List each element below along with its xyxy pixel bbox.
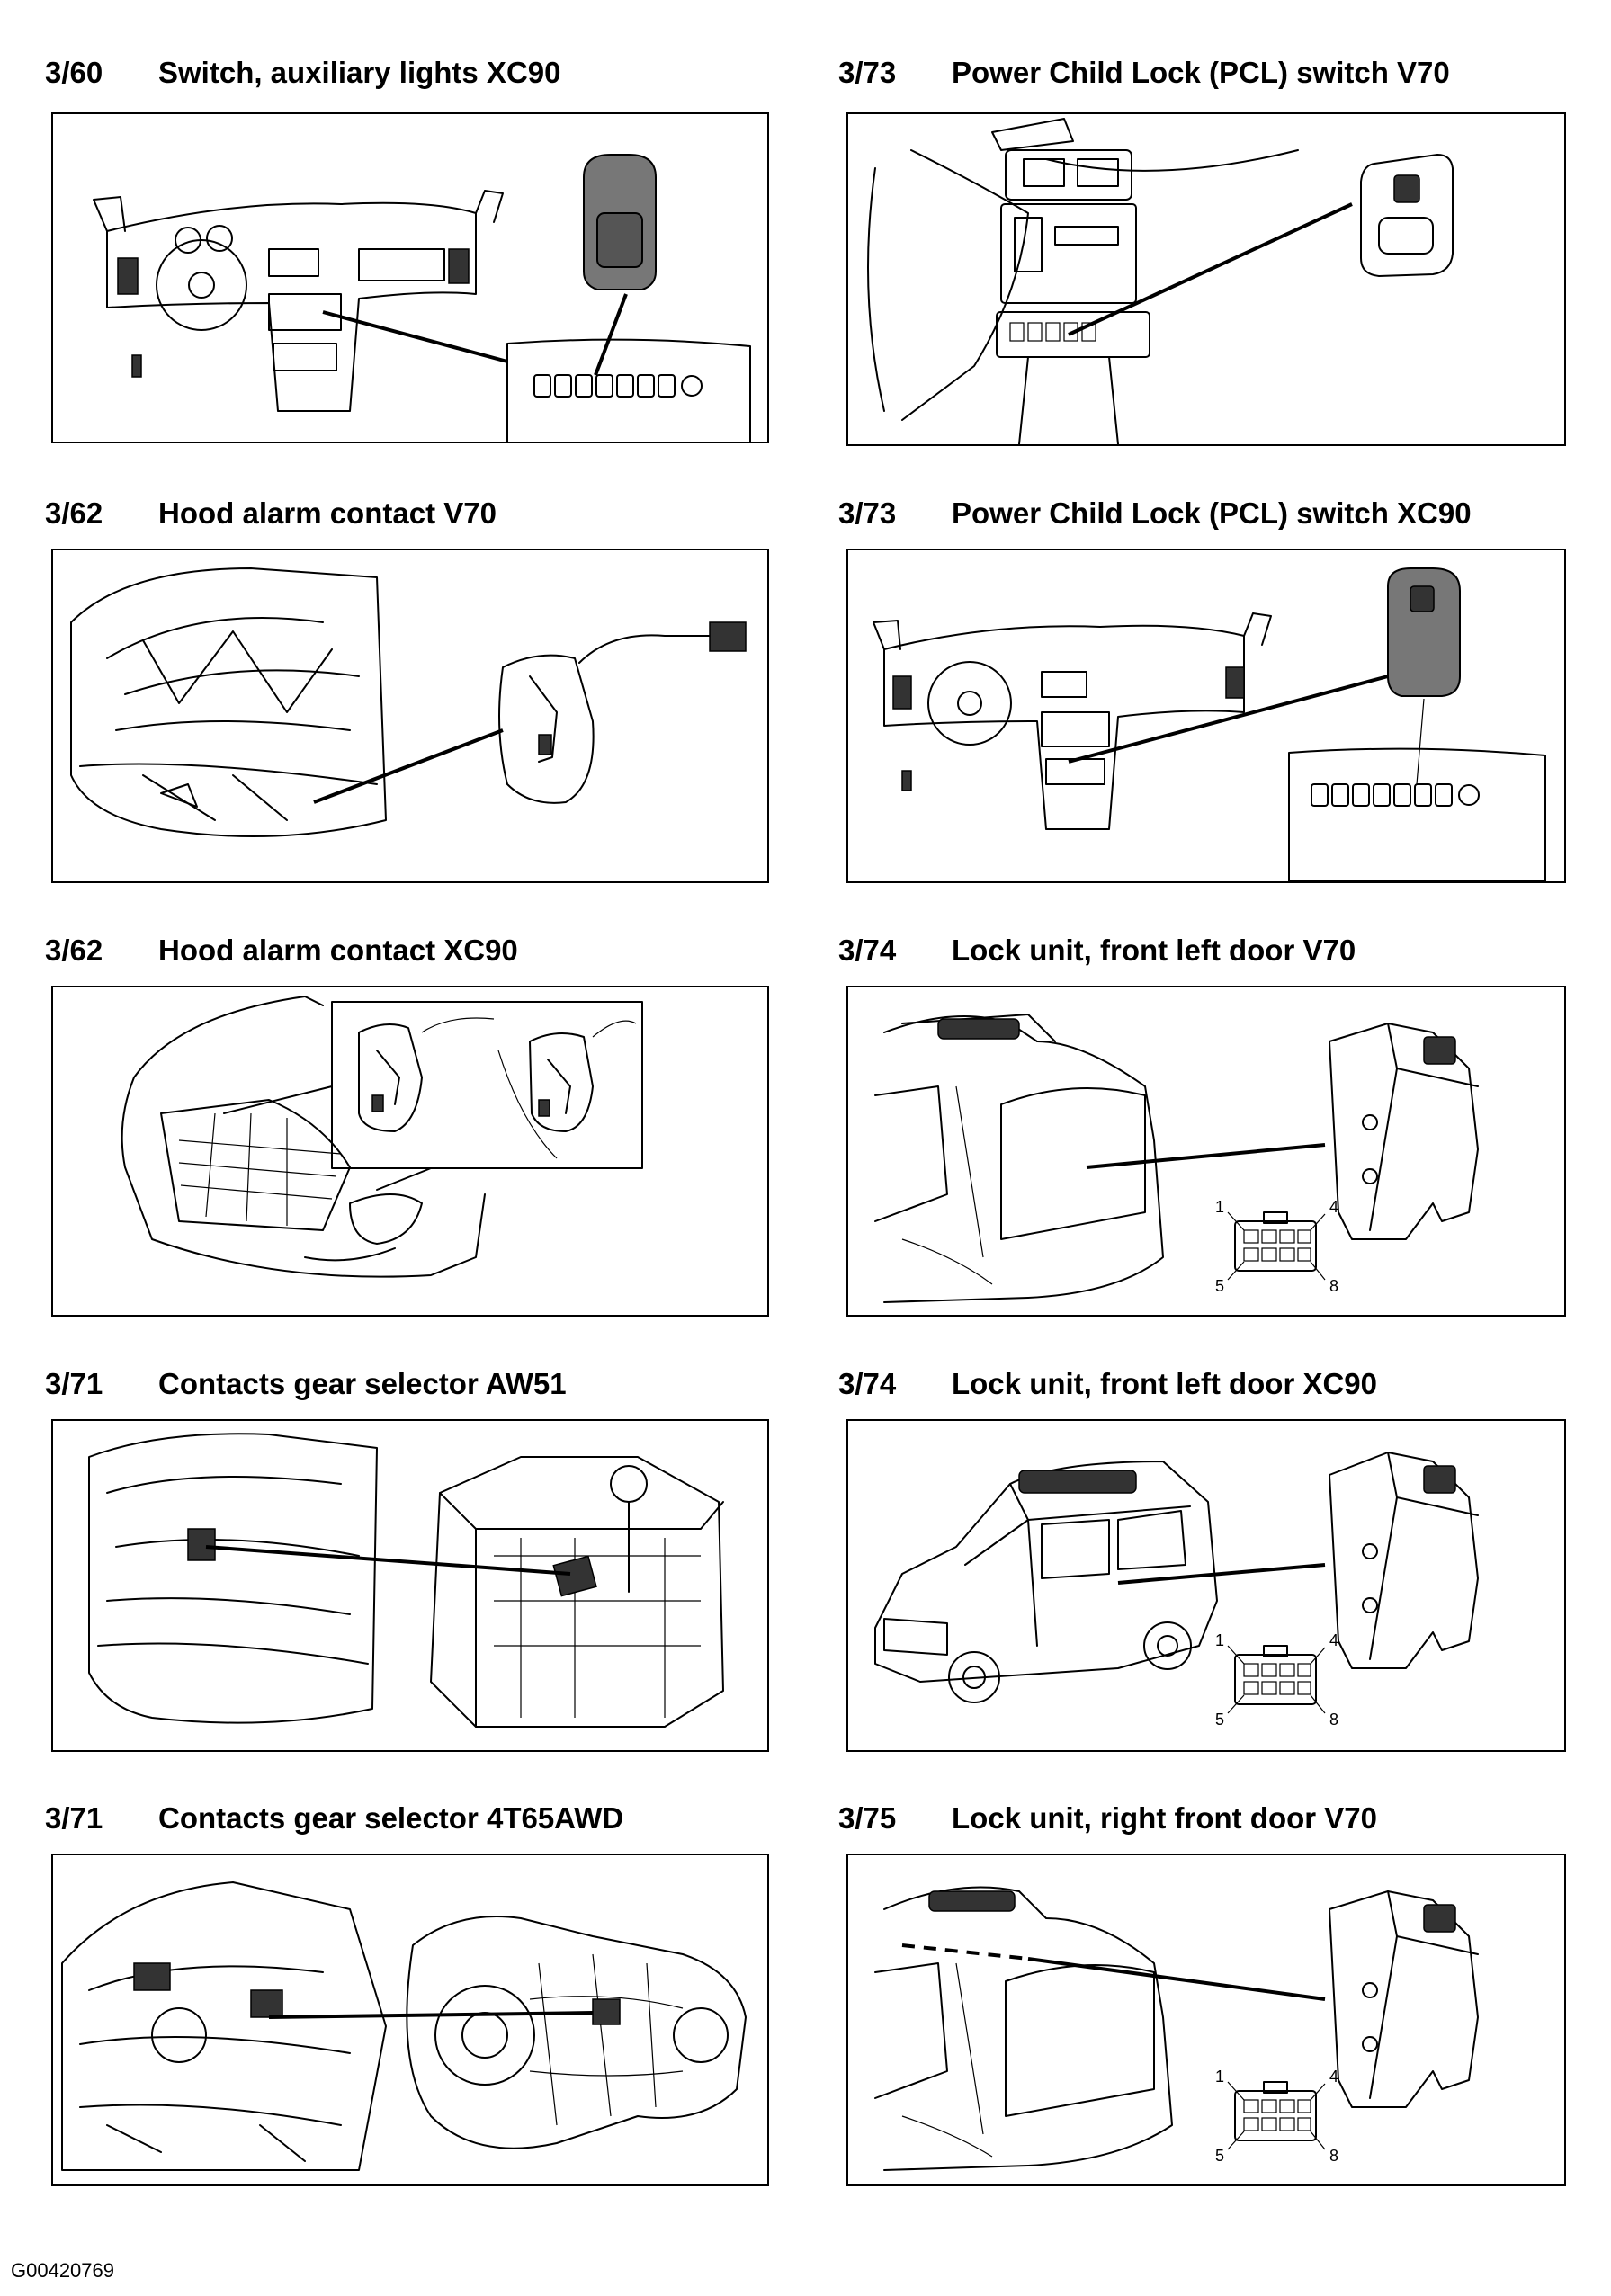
pin-label: 4: [1329, 1198, 1338, 1216]
connector-icon: 1 4 5 8: [1215, 1631, 1338, 1729]
switch-panel: [1288, 747, 1546, 881]
panel-code: 3/74: [838, 934, 897, 967]
diagram-gear-selector-4t65awd: [51, 1854, 769, 2186]
panel-title-lock-unit-front-left-xc90: 3/74 Lock unit, front left door XC90: [838, 1367, 1377, 1401]
panel-title-pcl-switch-v70: 3/73 Power Child Lock (PCL) switch V70: [838, 56, 1450, 90]
pin-label: 4: [1329, 2068, 1338, 2086]
panel-heading: Hood alarm contact V70: [158, 496, 497, 530]
pin-label: 5: [1215, 2147, 1224, 2165]
panel-title-gear-selector-4t65awd: 3/71 Contacts gear selector 4T65AWD: [45, 1801, 623, 1836]
panel-code: 3/71: [45, 1367, 103, 1400]
center-console-illustration: [867, 118, 1454, 444]
car-door-illustration: 1 4 5 8: [874, 1014, 1479, 1303]
pin-label: 1: [1215, 1631, 1224, 1649]
diagram-pcl-switch-v70: [846, 112, 1566, 446]
hood-contact-icon: [529, 1032, 594, 1132]
panel-heading: Lock unit, right front door V70: [952, 1801, 1377, 1835]
panel-code: 3/62: [45, 496, 103, 530]
pin-label: 4: [1329, 1631, 1338, 1649]
dashboard-illustration: [93, 154, 751, 442]
pin-label: 8: [1329, 2147, 1338, 2165]
pin-label: 8: [1329, 1711, 1338, 1729]
panel-heading: Power Child Lock (PCL) switch V70: [952, 56, 1450, 89]
panel-heading: Contacts gear selector 4T65AWD: [158, 1801, 624, 1835]
transmission-illustration: [61, 1881, 747, 2171]
panel-code: 3/74: [838, 1367, 897, 1400]
lock-unit-icon: [1329, 1023, 1479, 1240]
connector-icon: 1 4 5 8: [1215, 2068, 1338, 2165]
panel-heading: Switch, auxiliary lights XC90: [158, 56, 561, 89]
diagram-lock-unit-right-front-v70: 1 4 5 8: [846, 1854, 1566, 2186]
transmission-icon: [406, 1916, 747, 2149]
car-door-illustration: 1 4 5 8: [874, 1886, 1479, 2171]
document-id: G00420769: [11, 2259, 114, 2282]
pcl-switch-icon: [1360, 154, 1454, 277]
engine-bay-illustration: [70, 567, 747, 837]
diagram-aux-lights-switch: [51, 112, 769, 443]
panel-code: 3/75: [838, 1801, 897, 1835]
pin-label: 1: [1215, 1198, 1224, 1216]
diagram-pcl-switch-xc90: [846, 549, 1566, 883]
panel-code: 3/71: [45, 1801, 103, 1835]
pin-label: 5: [1215, 1711, 1224, 1729]
pin-label: 1: [1215, 2068, 1224, 2086]
suv-illustration: 1 4 5 8: [874, 1452, 1479, 1729]
pcl-switch-icon: [1387, 567, 1461, 697]
pin-label: 5: [1215, 1277, 1224, 1295]
diagram-gear-selector-aw51: [51, 1419, 769, 1752]
panel-heading: Lock unit, front left door XC90: [952, 1367, 1378, 1400]
panel-title-pcl-switch-xc90: 3/73 Power Child Lock (PCL) switch XC90: [838, 496, 1472, 531]
hood-contact-icon: [498, 654, 595, 804]
switch-panel: [506, 338, 751, 442]
gearbox-icon: [430, 1456, 724, 1728]
panel-title-lock-unit-right-front-v70: 3/75 Lock unit, right front door V70: [838, 1801, 1377, 1836]
panel-code: 3/73: [838, 56, 897, 89]
dashboard-illustration: [873, 567, 1546, 881]
panel-heading: Lock unit, front left door V70: [952, 934, 1356, 967]
panel-heading: Contacts gear selector AW51: [158, 1367, 567, 1400]
panel-code: 3/60: [45, 56, 103, 89]
diagram-lock-unit-front-left-v70: 1 4 5 8: [846, 986, 1566, 1317]
diagram-lock-unit-front-left-xc90: 1 4 5 8: [846, 1419, 1566, 1752]
gearbox-illustration: [88, 1433, 724, 1728]
hood-contact-icon: [358, 1023, 423, 1132]
panel-heading: Hood alarm contact XC90: [158, 934, 518, 967]
panel-code: 3/73: [838, 496, 897, 530]
pin-label: 8: [1329, 1277, 1338, 1295]
panel-title-hood-alarm-v70: 3/62 Hood alarm contact V70: [45, 496, 497, 531]
panel-code: 3/62: [45, 934, 103, 967]
panel-title-lock-unit-front-left-v70: 3/74 Lock unit, front left door V70: [838, 934, 1356, 968]
panel-title-hood-alarm-xc90: 3/62 Hood alarm contact XC90: [45, 934, 518, 968]
panel-title-aux-lights-switch: 3/60 Switch, auxiliary lights XC90: [45, 56, 560, 90]
diagram-hood-alarm-xc90: [51, 986, 769, 1317]
lock-unit-icon: [1329, 1452, 1479, 1669]
diagram-hood-alarm-v70: [51, 549, 769, 883]
panel-title-gear-selector-aw51: 3/71 Contacts gear selector AW51: [45, 1367, 567, 1401]
panel-heading: Power Child Lock (PCL) switch XC90: [952, 496, 1472, 530]
front-of-car-illustration: [121, 996, 643, 1278]
lock-unit-icon: [1329, 1890, 1479, 2108]
inset-detail: [331, 1001, 643, 1169]
connector-icon: 1 4 5 8: [1215, 1198, 1338, 1295]
